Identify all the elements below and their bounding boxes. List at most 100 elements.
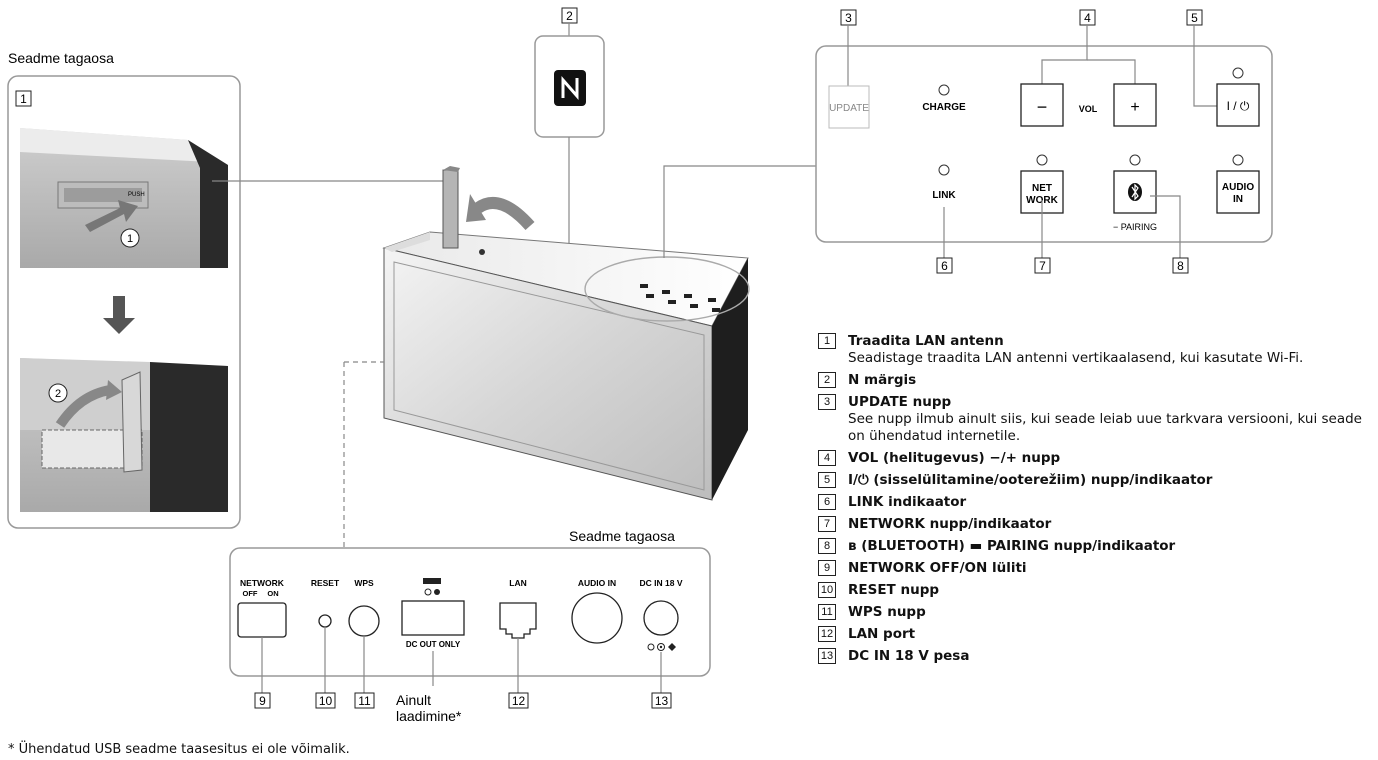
legend-description: See nupp ilmub ainult siis, kui seade le…: [848, 411, 1362, 444]
callout-13: 13: [651, 692, 672, 709]
caption-back-left: Seadme tagaosa: [8, 50, 114, 66]
svg-text:9: 9: [259, 694, 266, 708]
control-area-highlight: [584, 256, 750, 322]
network-label-1: NET: [1032, 183, 1052, 194]
legend-title: NETWORK nupp/indikaator: [848, 516, 1052, 532]
legend-number: 13: [818, 648, 836, 664]
pairing-label: − PAIRING: [1113, 222, 1157, 232]
legend-number: 2: [818, 372, 836, 388]
legend-title: NETWORK OFF/ON lüliti: [848, 560, 1027, 576]
wps-label: WPS: [354, 578, 374, 588]
off-label: OFF: [243, 589, 258, 598]
legend-number: 4: [818, 450, 836, 466]
svg-text:2: 2: [566, 9, 573, 23]
reset-button[interactable]: [318, 614, 332, 628]
svg-text:6: 6: [941, 259, 948, 273]
dc-polarity-icon: [647, 643, 676, 651]
legend-number: 6: [818, 494, 836, 510]
audio-in-label-2: IN: [1233, 194, 1243, 205]
legend-title: Traadita LAN antenn: [848, 333, 1004, 349]
svg-text:4: 4: [1084, 11, 1091, 25]
power-button[interactable]: [1216, 83, 1260, 127]
svg-text:13: 13: [655, 694, 669, 708]
svg-text:8: 8: [1177, 259, 1184, 273]
down-arrow-icon: [103, 296, 135, 334]
audio-in-jack[interactable]: [571, 592, 623, 644]
nfc-n-mark-icon: [554, 70, 586, 106]
dc-out-only-label: DC OUT ONLY: [406, 640, 461, 649]
lan-label: LAN: [509, 578, 526, 588]
callout-10: 10: [315, 692, 336, 709]
audio-in-label-1: AUDIO: [1222, 182, 1254, 193]
footnote: * Ühendatud USB seadme taasesitus ei ole…: [8, 742, 350, 757]
callout-5: 5: [1186, 9, 1203, 26]
legend-number: 9: [818, 560, 836, 576]
callout-7: 7: [1034, 257, 1051, 274]
control-leader: [663, 165, 816, 258]
wps-button[interactable]: [348, 605, 380, 637]
step1-badge: 1: [127, 233, 133, 245]
legend-title: RESET nupp: [848, 582, 940, 598]
legend-item: 9 NETWORK OFF/ON lüliti: [818, 560, 1378, 577]
svg-text:3: 3: [845, 11, 852, 25]
dc-in-jack[interactable]: [643, 600, 679, 636]
nfc-leader: [486, 137, 570, 253]
legend-item: 6 LINK indikaator: [818, 494, 1378, 511]
usb-icon: [423, 578, 441, 596]
callout-9: 9: [254, 692, 271, 709]
charge-only-line2: laadimine*: [396, 708, 462, 724]
link-indicator: [938, 164, 950, 176]
legend-item: 10 RESET nupp: [818, 582, 1378, 599]
legend-title: WPS nupp: [848, 604, 926, 620]
legend-number: 10: [818, 582, 836, 598]
caption-back-bottom: Seadme tagaosa: [569, 528, 675, 544]
antenna-step2-illustration: 2: [20, 358, 228, 512]
callout-1: 1: [15, 90, 32, 107]
callout-2: 2: [561, 7, 578, 24]
charge-label: CHARGE: [922, 102, 966, 113]
rear-panel: [229, 547, 711, 677]
vol-minus-label: −: [1037, 97, 1048, 117]
top-control-panel: [815, 45, 1273, 243]
bluetooth-indicator: [1129, 154, 1141, 166]
network-switch-label: NETWORK: [240, 578, 285, 588]
legend-number: 3: [818, 394, 836, 410]
legend-title: UPDATE nupp: [848, 394, 952, 410]
usb-dc-out-port[interactable]: [401, 600, 465, 636]
audio-in-button[interactable]: [1216, 170, 1260, 214]
callout-6: 6: [936, 257, 953, 274]
step2-badge: 2: [55, 388, 61, 400]
legend-title: LINK indikaator: [848, 494, 967, 510]
lan-port[interactable]: [499, 602, 537, 639]
svg-text:10: 10: [319, 694, 333, 708]
svg-text:11: 11: [358, 694, 371, 708]
update-button[interactable]: [828, 85, 870, 129]
callout-11: 11: [354, 692, 375, 709]
vol-plus-label: +: [1130, 99, 1139, 116]
antenna-step1-illustration: PUSH 1: [20, 128, 228, 268]
svg-text:5: 5: [1191, 11, 1198, 25]
vol-minus-button[interactable]: [1020, 83, 1064, 127]
audio-in-rear-label: AUDIO IN: [578, 578, 616, 588]
network-off-on-switch[interactable]: [237, 602, 287, 638]
callout-12: 12: [508, 692, 529, 709]
svg-text:1: 1: [20, 92, 27, 106]
svg-text:7: 7: [1039, 259, 1046, 273]
on-label: ON: [267, 589, 278, 598]
push-label: PUSH: [128, 192, 145, 198]
charge-indicator: [938, 84, 950, 96]
legend-number: 12: [818, 626, 836, 642]
legend-description: Seadistage traadita LAN antenni vertikaa…: [848, 350, 1304, 366]
svg-text:12: 12: [512, 694, 526, 708]
legend-title: VOL (helitugevus) −/+ nupp: [848, 450, 1061, 466]
vol-plus-button[interactable]: [1113, 83, 1157, 127]
callout-8: 8: [1172, 257, 1189, 274]
network-indicator: [1036, 154, 1048, 166]
